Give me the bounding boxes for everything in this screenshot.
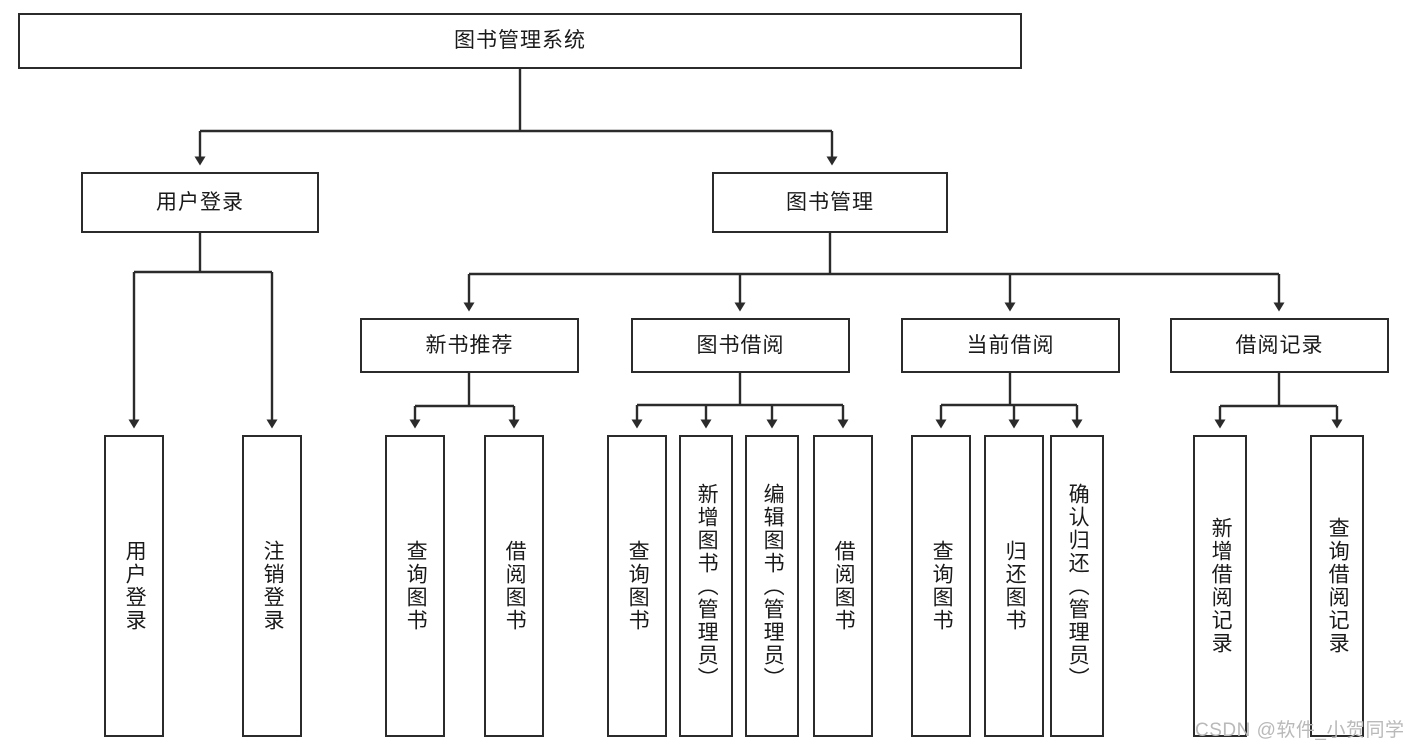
leaf-user-login[interactable]: 用户登录: [104, 435, 164, 737]
node-book-management[interactable]: 图书管理: [712, 172, 948, 233]
node-label: 确认归还（管理员）: [1066, 482, 1090, 690]
node-user-login[interactable]: 用户登录: [81, 172, 319, 233]
leaf-borrow-book[interactable]: 借阅图书: [813, 435, 873, 737]
node-label: 图书管理系统: [454, 29, 586, 53]
node-label: 用户登录: [123, 540, 147, 632]
leaf-return-book[interactable]: 归还图书: [984, 435, 1044, 737]
node-label: 图书借阅: [696, 333, 785, 357]
node-label: 归还图书: [1003, 540, 1027, 632]
node-label: 借阅图书: [832, 540, 856, 632]
node-label: 新增图书（管理员）: [695, 482, 719, 690]
node-borrow-record[interactable]: 借阅记录: [1170, 318, 1389, 373]
node-root-title[interactable]: 图书管理系统: [18, 13, 1022, 69]
leaf-add-book-admin[interactable]: 新增图书（管理员）: [679, 435, 733, 737]
node-label: 借阅记录: [1235, 333, 1324, 357]
node-label: 查询图书: [626, 540, 650, 632]
leaf-confirm-return-admin[interactable]: 确认归还（管理员）: [1050, 435, 1104, 737]
node-label: 编辑图书（管理员）: [761, 482, 785, 690]
node-label: 查询图书: [930, 540, 954, 632]
leaf-logout[interactable]: 注销登录: [242, 435, 302, 737]
node-label: 图书管理: [786, 190, 874, 214]
node-label: 用户登录: [156, 190, 244, 214]
leaf-add-borrow-record[interactable]: 新增借阅记录: [1193, 435, 1247, 737]
node-label: 查询借阅记录: [1326, 517, 1350, 655]
node-label: 借阅图书: [503, 540, 527, 632]
node-label: 当前借阅: [966, 333, 1055, 357]
leaf-query-book-recommend[interactable]: 查询图书: [385, 435, 445, 737]
csdn-watermark: CSDN @软件_小贺同学: [1195, 720, 1405, 741]
leaf-query-book-current[interactable]: 查询图书: [911, 435, 971, 737]
node-book-borrow[interactable]: 图书借阅: [631, 318, 850, 373]
node-label: 新书推荐: [425, 333, 514, 357]
node-label: 查询图书: [404, 540, 428, 632]
leaf-edit-book-admin[interactable]: 编辑图书（管理员）: [745, 435, 799, 737]
leaf-query-book-borrow[interactable]: 查询图书: [607, 435, 667, 737]
leaf-borrow-book-recommend[interactable]: 借阅图书: [484, 435, 544, 737]
node-current-borrow[interactable]: 当前借阅: [901, 318, 1120, 373]
node-new-book-recommend[interactable]: 新书推荐: [360, 318, 579, 373]
leaf-query-borrow-record[interactable]: 查询借阅记录: [1310, 435, 1364, 737]
node-label: 新增借阅记录: [1209, 517, 1233, 655]
node-label: 注销登录: [261, 540, 285, 632]
